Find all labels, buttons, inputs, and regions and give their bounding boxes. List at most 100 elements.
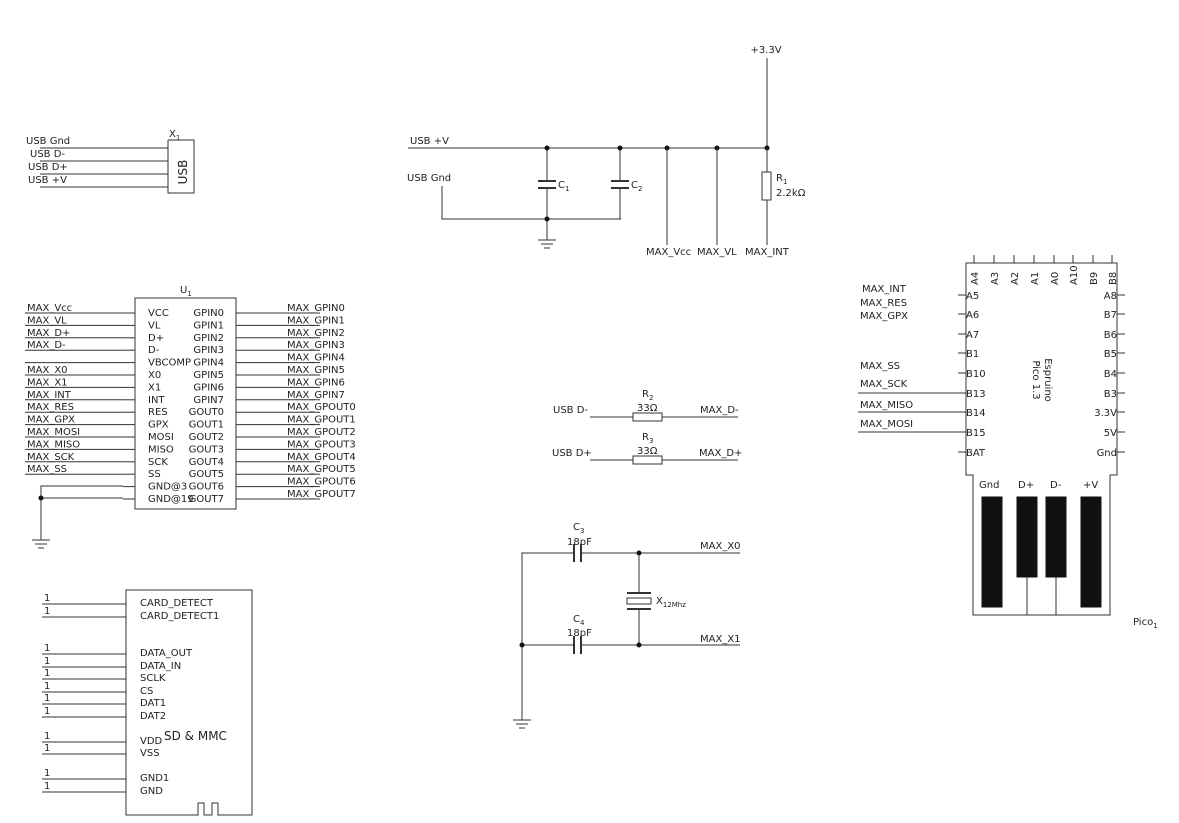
r3-right-net: MAX_D+ [699, 448, 742, 459]
pico-title-2: Pico 1.3 [1030, 360, 1041, 399]
pico-right-pin: 5V [1104, 428, 1117, 439]
pico-int-net: MAX_INT [862, 284, 907, 295]
usb-pin-label: USB +V [28, 175, 67, 186]
pico-right-pin: B6 [1104, 330, 1117, 341]
sd-pin-number: 1 [44, 681, 50, 692]
x0-net: MAX_X0 [700, 541, 741, 552]
sd-pin-number: 1 [44, 668, 50, 679]
pico-usb-pin: D+ [1018, 480, 1034, 491]
pico-left-pin: A6 [966, 310, 979, 321]
u1-pin-label: GND@19 [148, 494, 194, 505]
c3-value: 18pF [567, 537, 592, 548]
usb-v-label: USB +V [410, 136, 449, 147]
sd-pin-number: 1 [44, 643, 50, 654]
u1-net-right: MAX_GPIN6 [287, 377, 345, 388]
u1-net-right: MAX_GPIN0 [287, 303, 345, 314]
sd-pin-label: CARD_DETECT1 [140, 611, 219, 622]
sd-pin-label: VDD [140, 736, 163, 747]
u1-pin-label: INT [148, 395, 165, 406]
pico-right-pin: B7 [1104, 310, 1117, 321]
pico-left-net: MAX_GPX [860, 311, 908, 322]
pico-left-pin: B13 [966, 389, 986, 400]
usb-connector-ref: X1 [169, 129, 180, 142]
net-label: MAX_VL [697, 247, 737, 258]
pico-title-1: Espruino [1042, 358, 1053, 402]
u1-net-right: MAX_GPIN3 [287, 340, 345, 351]
pico-top-pin: B8 [1108, 272, 1119, 285]
u1-net-left: MAX_GPX [27, 415, 75, 426]
pico-top-pin: B9 [1089, 272, 1100, 285]
pico-left-pin: B10 [966, 369, 986, 380]
u1-pin-label: VL [148, 320, 161, 331]
u1-net-right: MAX_GPOUT0 [287, 402, 356, 413]
u1-net-left: MAX_MISO [27, 439, 80, 450]
c1-label: C1 [558, 180, 569, 193]
u1-net-left: MAX_RES [27, 402, 74, 413]
sd-pin-label: DATA_IN [140, 661, 181, 672]
sd-pin-label: SCLK [140, 673, 166, 684]
u1-net-right: MAX_GPOUT2 [287, 427, 356, 438]
pico-left-pin: B1 [966, 349, 979, 360]
usb-contact-dplus [1016, 496, 1038, 578]
sd-pin-number: 1 [44, 693, 50, 704]
pico-right-pin: B3 [1104, 389, 1117, 400]
pico-right-pin: B5 [1104, 349, 1117, 360]
r1-value: 2.2kΩ [776, 188, 806, 199]
pico-left-net: MAX_RES [860, 298, 907, 309]
series-resistors: R2 33Ω USB D- MAX_D- R3 33Ω USB D+ MAX_D… [552, 389, 742, 465]
usb-pin-label: USB Gnd [26, 136, 70, 147]
pico-usb-pin: +V [1083, 480, 1098, 491]
u1-pin-label: GPIN1 [193, 320, 224, 331]
pico-right-pin: B4 [1104, 369, 1117, 380]
u1-pin-label: X1 [148, 382, 161, 393]
net-label: MAX_Vcc [646, 247, 691, 258]
sd-pin-number: 1 [44, 781, 50, 792]
pico-left-net: MAX_SS [860, 361, 900, 372]
u1-pin-label: X0 [148, 370, 161, 381]
u1-pin-label: GOUT4 [189, 457, 224, 468]
u1-net-right: MAX_GPOUT5 [287, 464, 356, 475]
usb-contact-dminus [1045, 496, 1067, 578]
u1-net-right: MAX_GPIN2 [287, 328, 345, 339]
u1-pin-label: GOUT1 [189, 420, 224, 431]
u1-net-left: MAX_Vcc [27, 303, 72, 314]
usb-connector-x1: X1 USB USB Gnd USB D- USB D+ USB +V [26, 129, 195, 194]
u1-net-right: MAX_GPOUT1 [287, 415, 356, 426]
u1-pin-label: D+ [148, 333, 164, 344]
r3-value: 33Ω [637, 446, 658, 457]
usb-contact-v [1080, 496, 1102, 608]
pico-left-pin: B15 [966, 428, 986, 439]
pico-top-pin: A10 [1069, 265, 1080, 285]
sd-pin-number: 1 [44, 706, 50, 717]
pico-left-net: MAX_SCK [860, 379, 908, 390]
pico-left-pin: B14 [966, 408, 986, 419]
u1-pin-label: SCK [148, 457, 168, 468]
u1-pin-label: GPIN4 [193, 358, 224, 369]
u1-net-right: MAX_GPIN7 [287, 390, 345, 401]
sd-pin-label: CS [140, 686, 153, 697]
pico-left-pin: A7 [966, 330, 979, 341]
r2-label: R2 [642, 389, 653, 402]
u1-pin-label: MISO [148, 444, 174, 455]
u1-pin-label: GOUT2 [189, 432, 224, 443]
r3-label: R3 [642, 432, 653, 445]
usb-body-label: USB [176, 160, 190, 185]
u1-ref: U1 [180, 285, 192, 298]
usb-contact-gnd [981, 496, 1003, 608]
sd-pin-number: 1 [44, 743, 50, 754]
u1-net-left: MAX_D- [27, 340, 66, 351]
pico-top-pin: A4 [970, 272, 981, 285]
pico-right-pin: 3.3V [1094, 408, 1117, 419]
usb-gnd-label: USB Gnd [407, 173, 451, 184]
sd-pin-label: DAT1 [140, 698, 166, 709]
u1-net-right: MAX_GPIN5 [287, 365, 345, 376]
u1-pin-label: VBCOMP [148, 358, 191, 369]
sd-pin-number: 1 [44, 731, 50, 742]
c3-label: C3 [573, 522, 584, 535]
c4-value: 18pF [567, 628, 592, 639]
